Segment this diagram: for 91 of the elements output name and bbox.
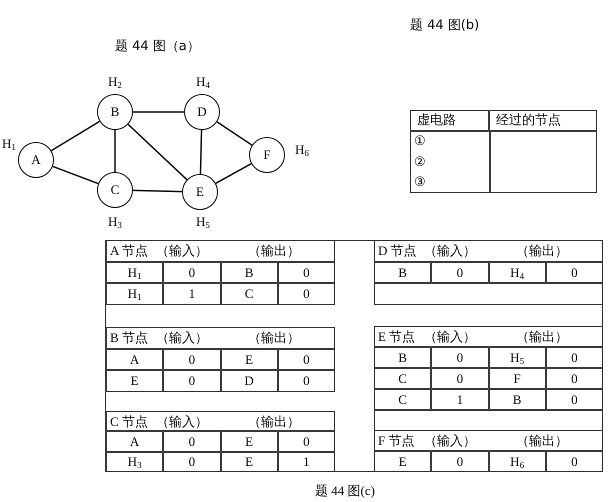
circled-number: ③ (414, 174, 426, 192)
table-cell: 1 (163, 283, 220, 304)
node-circle: D (184, 94, 220, 130)
table-cell: B (220, 262, 278, 283)
table-heading: E 节点 (378, 328, 416, 346)
node-label: H$_{6}$ (295, 142, 309, 156)
connector-line (51, 120, 100, 152)
table-cell: 0 (163, 370, 220, 392)
table-cell: H$_{6}$ (488, 451, 546, 472)
table-cell: 0 (546, 347, 603, 368)
table-cell: F (488, 368, 546, 389)
table-cell: E (220, 452, 278, 472)
table-header-cell: 经过的节点 (489, 110, 597, 131)
connector-line (200, 130, 202, 174)
connector-line (216, 121, 252, 146)
table-cell: 0 (546, 451, 603, 472)
table-cell: 0 (278, 370, 335, 392)
table-cell: E (106, 370, 164, 392)
connector-line (52, 166, 98, 184)
figure-caption: 题 44 图(c) (315, 482, 376, 500)
table-cell: 0 (163, 431, 220, 452)
node-circle: E (182, 174, 218, 210)
connector-line (114, 130, 116, 172)
node-label: H$_{4}$ (196, 74, 210, 88)
figure-caption: 题 44 图(b) (410, 16, 480, 34)
table-cell: H$_{5}$ (488, 347, 546, 368)
table-cell: 0 (278, 262, 335, 283)
table-heading: A 节点 (110, 242, 149, 260)
node-label: H$_{5}$ (196, 214, 210, 228)
connector-line (128, 124, 188, 180)
table-cell: 0 (163, 452, 220, 472)
node-label: H$_{2}$ (108, 74, 122, 88)
table-heading: B 节点 (110, 329, 149, 348)
table-cell: 1 (431, 389, 488, 410)
node-circle: C (97, 172, 133, 208)
table-cell: 0 (431, 451, 488, 472)
table-cell: C (220, 283, 278, 304)
table-cell: 0 (431, 368, 488, 389)
table-cell: A (106, 348, 164, 370)
table-cell: 0 (278, 283, 335, 304)
table-heading: （输入） (424, 432, 477, 450)
table-heading: （输出） (516, 242, 569, 260)
table-cell: E (220, 348, 278, 370)
table-cell: H$_{4}$ (488, 262, 546, 283)
node-circle: B (97, 94, 133, 130)
table-cell: H$_{1}$ (106, 262, 164, 283)
table-cell: E (374, 451, 432, 472)
table-heading: （输出） (248, 329, 301, 348)
table-cell: H$_{1}$ (106, 283, 164, 304)
table-heading: （输入） (424, 328, 477, 346)
table-heading: （输入） (156, 242, 209, 260)
table-heading: （输入） (424, 242, 477, 260)
connector-line (132, 190, 182, 192)
table-cell: C (374, 368, 432, 389)
table-heading: （输入） (156, 329, 209, 348)
table-heading: D 节点 (378, 242, 418, 260)
table-heading: （输出） (248, 412, 301, 431)
table-heading: （输出） (248, 242, 301, 260)
table-cell: 0 (546, 262, 603, 283)
table-cell: H$_{3}$ (106, 452, 164, 472)
table-cell: 1 (278, 452, 335, 472)
table-cell: D (220, 370, 278, 392)
table-heading: （输入） (156, 412, 209, 431)
connector-line (215, 163, 252, 184)
table-header-cell: 虚电路 (410, 110, 489, 131)
table-cell: A (106, 431, 164, 452)
table-cell: 0 (431, 347, 488, 368)
table-cell: 0 (278, 431, 335, 452)
table-heading: C 节点 (110, 412, 149, 431)
table-heading: （输出） (516, 432, 569, 450)
table-cell: 0 (163, 348, 220, 370)
table-cell: 0 (546, 368, 603, 389)
table-heading: （输出） (516, 328, 569, 346)
node-label: H$_{1}$ (2, 136, 16, 150)
node-circle: A (18, 142, 54, 178)
table-cell: 0 (431, 262, 488, 283)
table-cell: B (374, 262, 432, 283)
table-cell: B (374, 347, 432, 368)
figure-caption: 题 44 图（a） (115, 38, 201, 56)
table-heading: F 节点 (378, 432, 416, 450)
table-cell: E (220, 431, 278, 452)
node-label: H$_{3}$ (108, 214, 122, 228)
table-cell: B (488, 389, 546, 410)
circled-number: ① (414, 132, 426, 150)
table-cell: 0 (163, 262, 220, 283)
table-cell: 0 (546, 389, 603, 410)
table-cell: 0 (278, 348, 335, 370)
circled-number: ② (414, 154, 426, 172)
connector-line (133, 111, 184, 113)
node-circle: F (249, 137, 285, 173)
table-cell: C (374, 389, 432, 410)
